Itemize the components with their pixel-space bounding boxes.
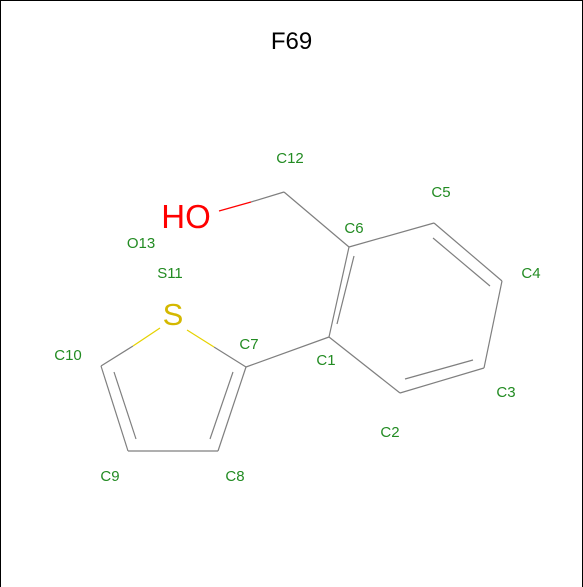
atom-index-labels: C12 C5 C6 O13 C4 S11 C7 C10 C1 C3 C2 C9 … [54,150,540,485]
sulfur-symbol: S [163,297,184,332]
bond-o13-segment [218,201,252,212]
bond-c6-c12 [283,191,350,248]
label-c3: C3 [496,384,515,401]
bond-c8-c7 [217,366,247,452]
bond-c1-c6 [328,246,350,338]
bond-c8-c7-inner [209,371,234,440]
bond-c4-c3 [483,280,503,369]
label-c5: C5 [431,184,450,201]
label-c12: C12 [276,150,304,167]
label-c6: C6 [344,220,363,237]
bond-c5-c4 [433,222,503,282]
label-c2: C2 [380,424,399,441]
bond-c10-c9 [100,365,129,452]
benzene-ring [328,222,503,394]
bond-c7-s11-yellow [186,329,215,348]
label-c7: C7 [239,336,258,353]
bond-c12-o13 [250,191,285,203]
bond-c10-c9-inner [113,371,137,440]
bond-c3-c2-inner [404,359,474,380]
label-c9: C9 [100,468,119,485]
bond-s11-c10-yellow [132,327,161,347]
bond-c6-c5 [348,222,435,248]
label-c10: C10 [54,347,82,364]
bond-c3-c2 [399,367,485,394]
label-c8: C8 [225,468,244,485]
label-o13: O13 [127,235,155,252]
bond-c7-s11-gray [213,346,247,368]
bond-c1-c6-inner [336,255,355,325]
oxygen-symbol: HO [161,198,211,235]
label-s11: S11 [157,265,183,282]
bond-c5-c4-inner [432,237,491,287]
thiophene-ring [100,327,247,452]
label-c1: C1 [316,352,335,369]
molecule-title: F69 [270,28,313,55]
bond-s11-c10-gray [100,345,134,367]
bond-c2-c1 [328,336,401,394]
bond-c1-c7 [245,336,330,368]
label-c4: C4 [521,265,540,282]
